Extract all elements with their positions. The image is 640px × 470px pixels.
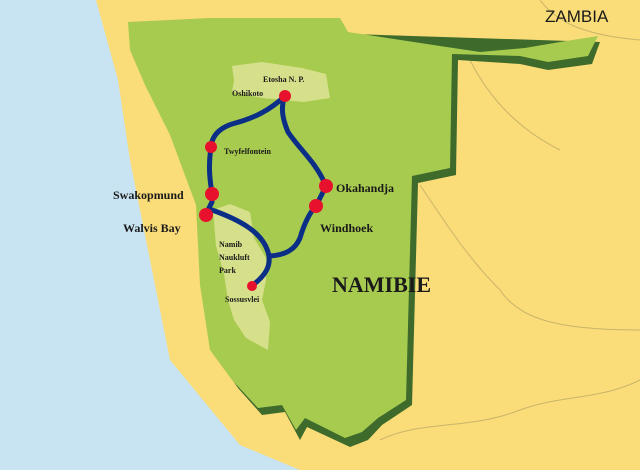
label-walvis-bay: Walvis Bay — [123, 221, 181, 235]
city-dot-okahandja[interactable] — [319, 179, 333, 193]
label-park: Park — [219, 266, 236, 275]
label-windhoek: Windhoek — [320, 221, 373, 235]
city-dot-walvis-bay[interactable] — [199, 208, 213, 222]
city-dot-windhoek[interactable] — [309, 199, 323, 213]
label-namib: Namib — [219, 240, 243, 249]
city-dot-swakopmund[interactable] — [205, 187, 219, 201]
label-namibie: NAMIBIE — [332, 272, 431, 297]
label-twyfelfontein: Twyfelfontein — [224, 147, 272, 156]
label-naukluft: Naukluft — [219, 253, 250, 262]
label-oshikoto: Oshikoto — [232, 89, 263, 98]
label-etosha: Etosha N. P. — [263, 75, 305, 84]
label-sossusvlei: Sossusvlei — [225, 295, 260, 304]
label-zambia: ZAMBIA — [545, 7, 609, 26]
namib-naukluft-park — [213, 204, 270, 350]
label-swakopmund: Swakopmund — [113, 188, 184, 202]
river-lines — [379, 0, 640, 441]
city-dot-sossusvlei[interactable] — [247, 281, 257, 291]
city-stops — [199, 90, 333, 291]
etosha-park — [232, 62, 330, 102]
label-okahandja: Okahandja — [336, 181, 394, 195]
city-dot-twyfelfontein[interactable] — [205, 141, 217, 153]
city-dot-oshikoto[interactable] — [279, 90, 291, 102]
